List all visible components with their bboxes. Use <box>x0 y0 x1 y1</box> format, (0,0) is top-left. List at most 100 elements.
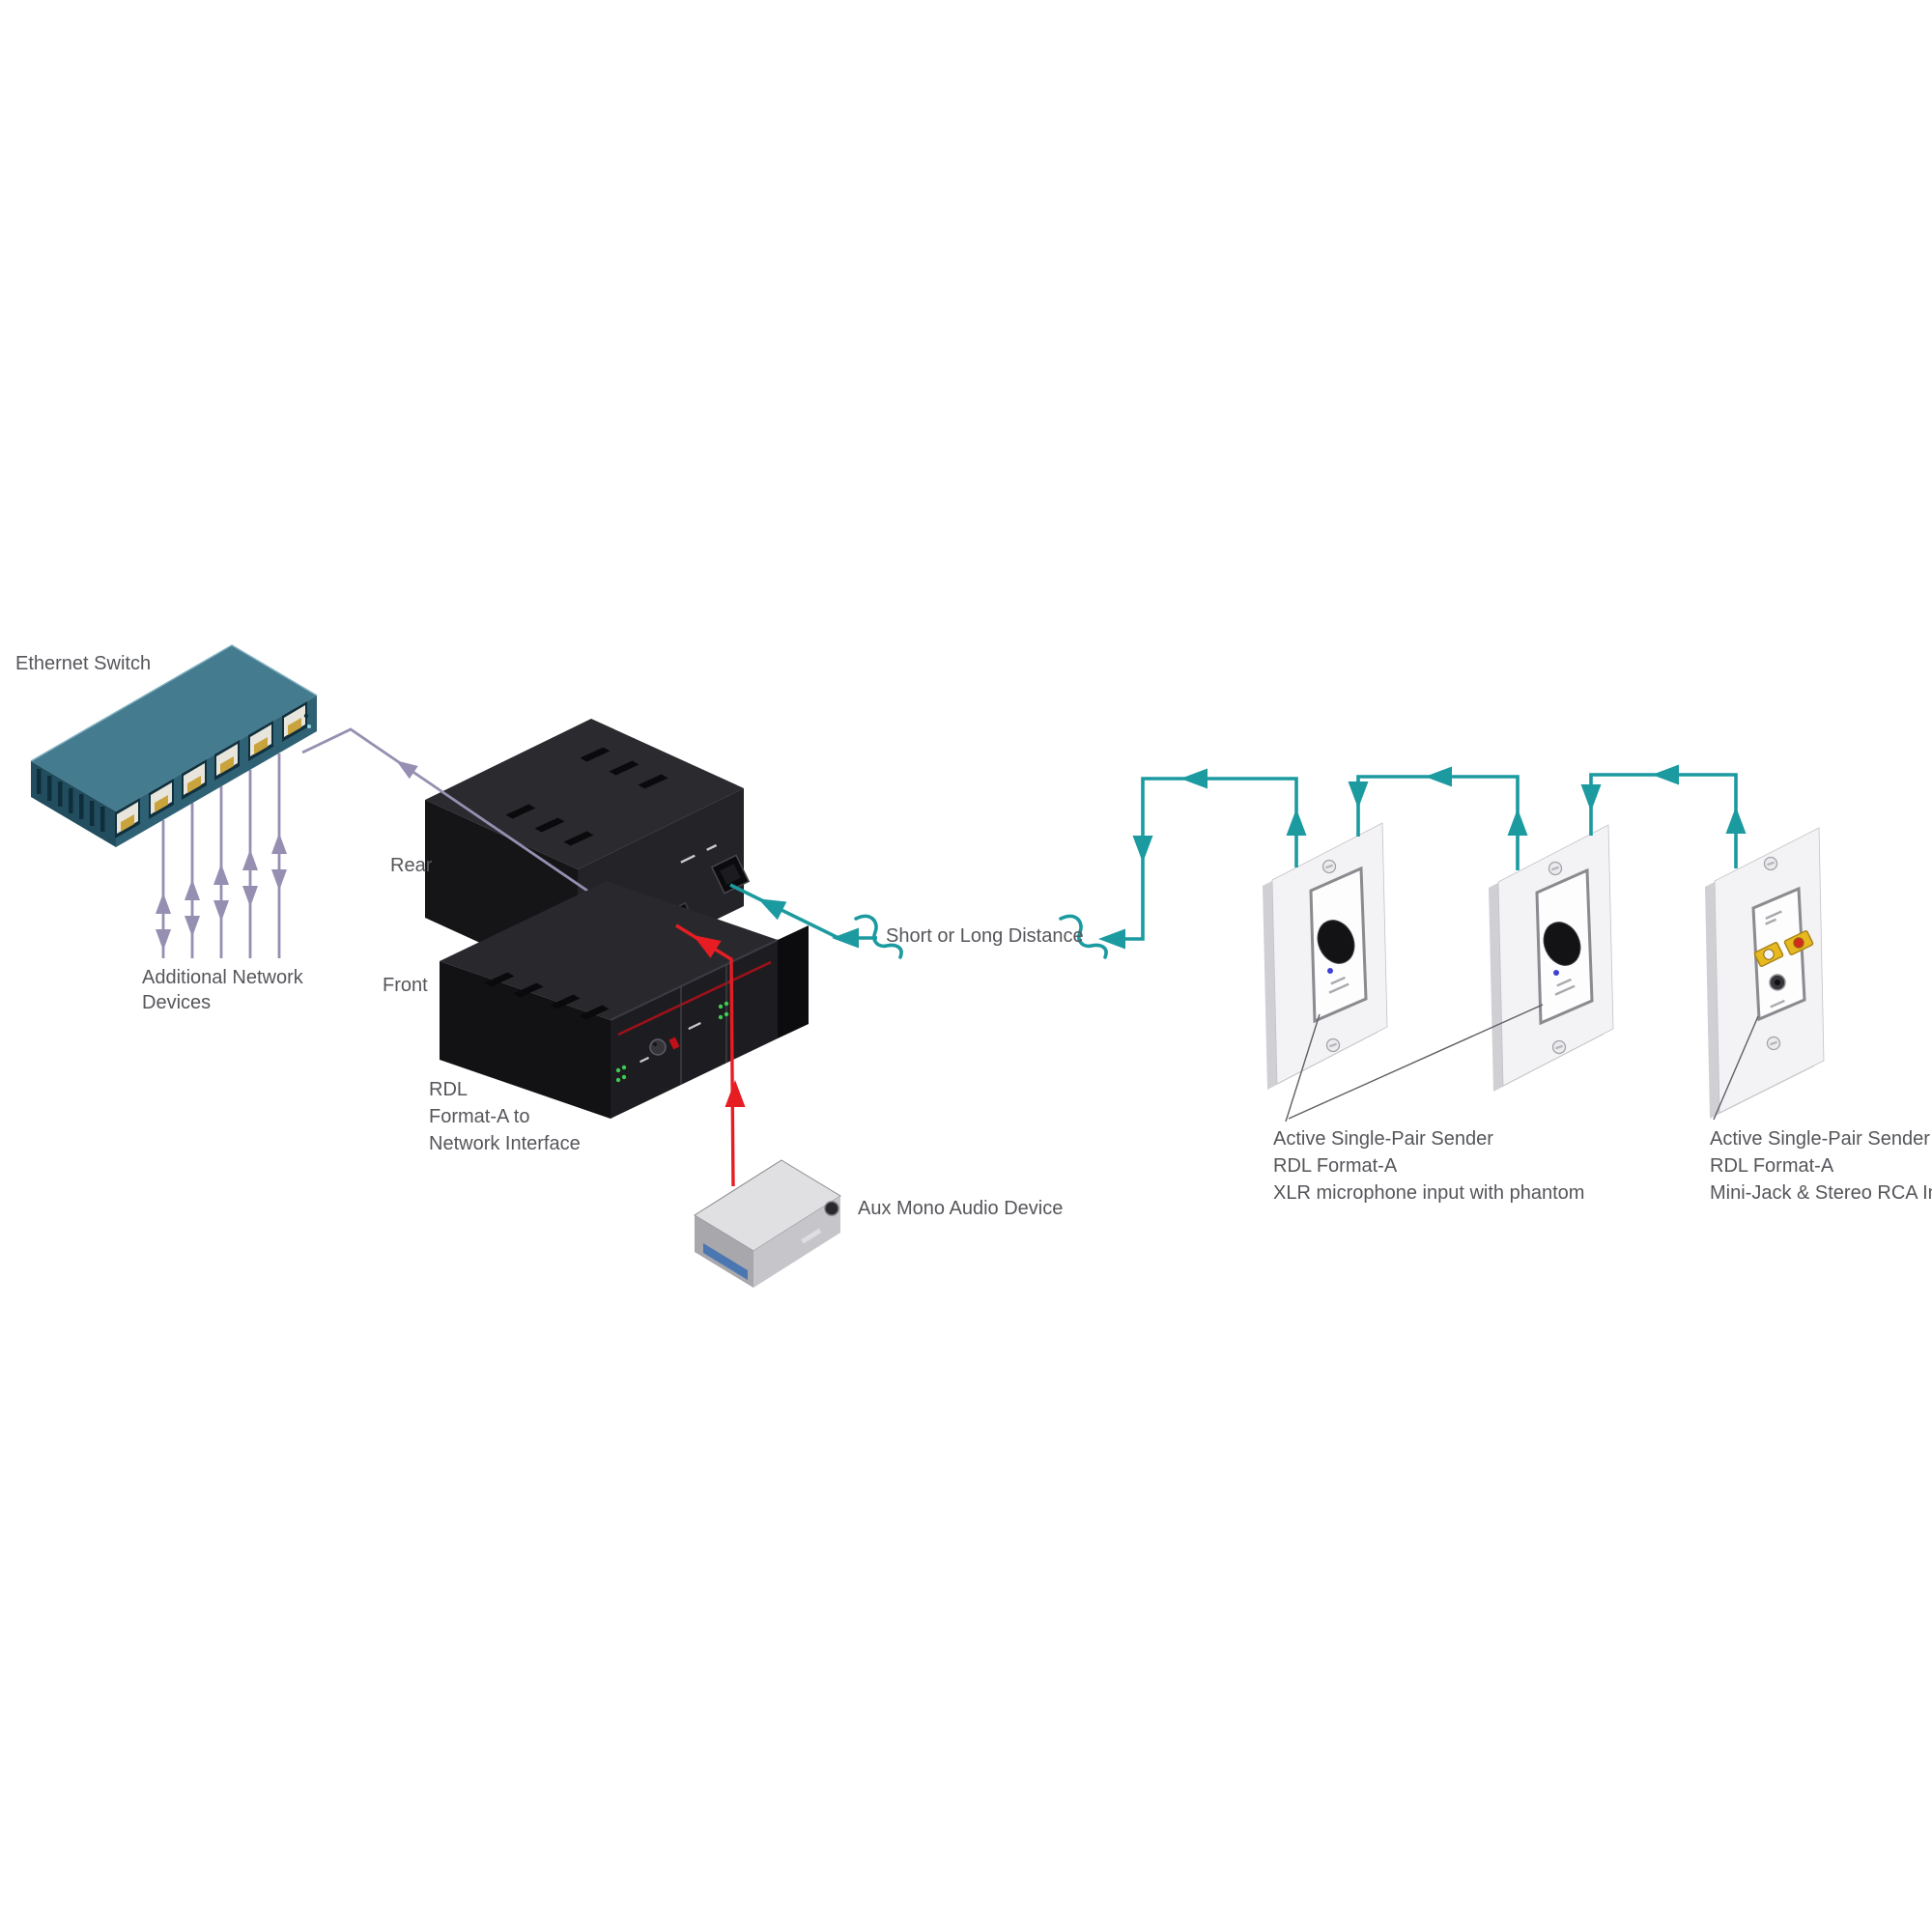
front-panel <box>611 940 778 1119</box>
vent-slot <box>58 781 63 807</box>
pair-arrow-icon <box>1132 836 1153 863</box>
wall-plate-rca <box>1705 827 1825 1119</box>
mini-jack-hole <box>1775 980 1780 985</box>
additional-device-links <box>156 753 287 958</box>
green-led-icon <box>615 1067 621 1073</box>
panel-text-mark <box>688 1022 701 1031</box>
level-led-cluster <box>615 1001 729 1083</box>
green-led-icon <box>615 1077 621 1083</box>
single-pair-link <box>729 764 1747 959</box>
up-arrow-icon <box>242 849 258 870</box>
reset-hole-icon <box>303 713 309 719</box>
panel-text-mark <box>680 854 696 864</box>
vent-slot <box>79 794 84 819</box>
down-arrow-icon <box>213 900 229 922</box>
pair-arrow-icon <box>1507 809 1528 836</box>
front-label: Front <box>383 975 428 996</box>
vent-slot <box>100 807 105 832</box>
switch-edge-highlight <box>30 644 318 762</box>
level-knob-icon <box>649 1038 667 1056</box>
pair-arrow-icon <box>1725 807 1747 834</box>
pair-arrow-icon <box>1580 784 1602 811</box>
pointer-line <box>1285 1013 1321 1122</box>
xlr-sender-label: Active Single-Pair Sender RDL Format-A X… <box>1273 1125 1584 1207</box>
aux-device-label: Aux Mono Audio Device <box>858 1198 1064 1219</box>
aux-knob-icon <box>824 1201 839 1216</box>
screw-icon <box>1763 856 1778 871</box>
uplink-line <box>301 727 631 922</box>
rear-label: Rear <box>390 855 433 876</box>
wall-plate-xlr-1 <box>1263 822 1388 1090</box>
aux-right-face <box>753 1196 840 1288</box>
screw-icon <box>1766 1036 1781 1051</box>
down-arrow-icon <box>156 929 171 951</box>
rca-sender-label: Active Single-Pair Sender RDL Format-A M… <box>1710 1125 1932 1207</box>
pair-arrow-icon <box>753 889 787 921</box>
insert-text-mark <box>1770 999 1785 1009</box>
insert-text-mark <box>1765 910 1782 920</box>
aux-slot-mark <box>801 1228 822 1244</box>
additional-devices-label: Additional Network Devices <box>142 965 303 1015</box>
aux-audio-device <box>694 1159 841 1288</box>
interface-name-line3: Network Interface <box>429 1133 581 1154</box>
interface-name-label: RDL Format-A to Network Interface <box>429 1076 581 1157</box>
up-arrow-icon <box>213 864 229 885</box>
green-led-icon <box>718 1004 724 1009</box>
switch-side-face <box>31 761 116 847</box>
screw-icon <box>1551 1039 1567 1055</box>
pair-input-port-icon <box>710 854 751 895</box>
knob-marker <box>653 1042 657 1046</box>
pair-arrow-icon <box>1425 766 1452 787</box>
wall-plate-xlr-2 <box>1489 824 1614 1092</box>
rca-sender-line3: Mini-Jack & Stereo RCA In <box>1710 1182 1932 1204</box>
red-switch-icon <box>668 1037 680 1050</box>
pair-arrow-icon <box>1348 781 1369 809</box>
insert-text-mark <box>1556 978 1572 987</box>
up-arrow-icon <box>156 893 171 914</box>
additional-devices-line2: Devices <box>142 992 212 1013</box>
aux-blue-stripe <box>703 1243 748 1280</box>
vent-slot <box>90 801 95 826</box>
front-top-face <box>440 881 778 1020</box>
green-led-icon <box>621 1065 627 1070</box>
screw-icon <box>1548 861 1563 876</box>
insert-text-mark <box>1328 982 1350 994</box>
insert-text-mark <box>1330 976 1346 985</box>
down-arrow-icon <box>271 869 287 891</box>
power-led-icon <box>307 724 311 728</box>
pair-arrow-icon <box>1652 764 1679 785</box>
rack-ear <box>778 925 809 1038</box>
up-arrow-icon <box>185 879 200 900</box>
switch-top-face <box>31 645 317 811</box>
status-led-icon <box>1553 970 1559 976</box>
pair-link-line <box>1589 773 1738 868</box>
switch-vent-grille <box>37 769 105 832</box>
up-arrow-icon <box>271 833 287 854</box>
panel-text-mark <box>706 843 718 851</box>
panel-text-mark <box>639 1056 650 1064</box>
rca-jack-red-icon <box>1783 930 1814 955</box>
xlr-sender-line1: Active Single-Pair Sender <box>1273 1128 1493 1150</box>
pair-link-line <box>1107 777 1298 941</box>
vent-slot <box>47 776 52 801</box>
pointer-line <box>1288 1004 1544 1120</box>
screw-icon <box>1325 1037 1341 1053</box>
insert-text-mark <box>1765 918 1777 925</box>
xlr-sender-line2: RDL Format-A <box>1273 1155 1398 1177</box>
screw-icon <box>1321 859 1337 874</box>
interface-name-line1: RDL <box>429 1079 469 1100</box>
rca-sender-line2: RDL Format-A <box>1710 1155 1834 1177</box>
switch-uplink <box>301 727 631 922</box>
additional-devices-line1: Additional Network <box>142 967 303 988</box>
panel-red-stripe <box>617 960 772 1037</box>
pair-arrow-icon <box>832 927 859 949</box>
interface-name-line2: Format-A to <box>429 1106 530 1127</box>
rca-sender-line1: Active Single-Pair Sender <box>1710 1128 1930 1150</box>
vent-slot <box>37 769 42 794</box>
panel-top-edge <box>610 939 779 1021</box>
rear-top-face <box>425 719 744 869</box>
xlr-connector-icon <box>1543 922 1581 966</box>
insert-text-mark <box>1554 984 1576 996</box>
pair-arrow-icon <box>1286 809 1307 836</box>
